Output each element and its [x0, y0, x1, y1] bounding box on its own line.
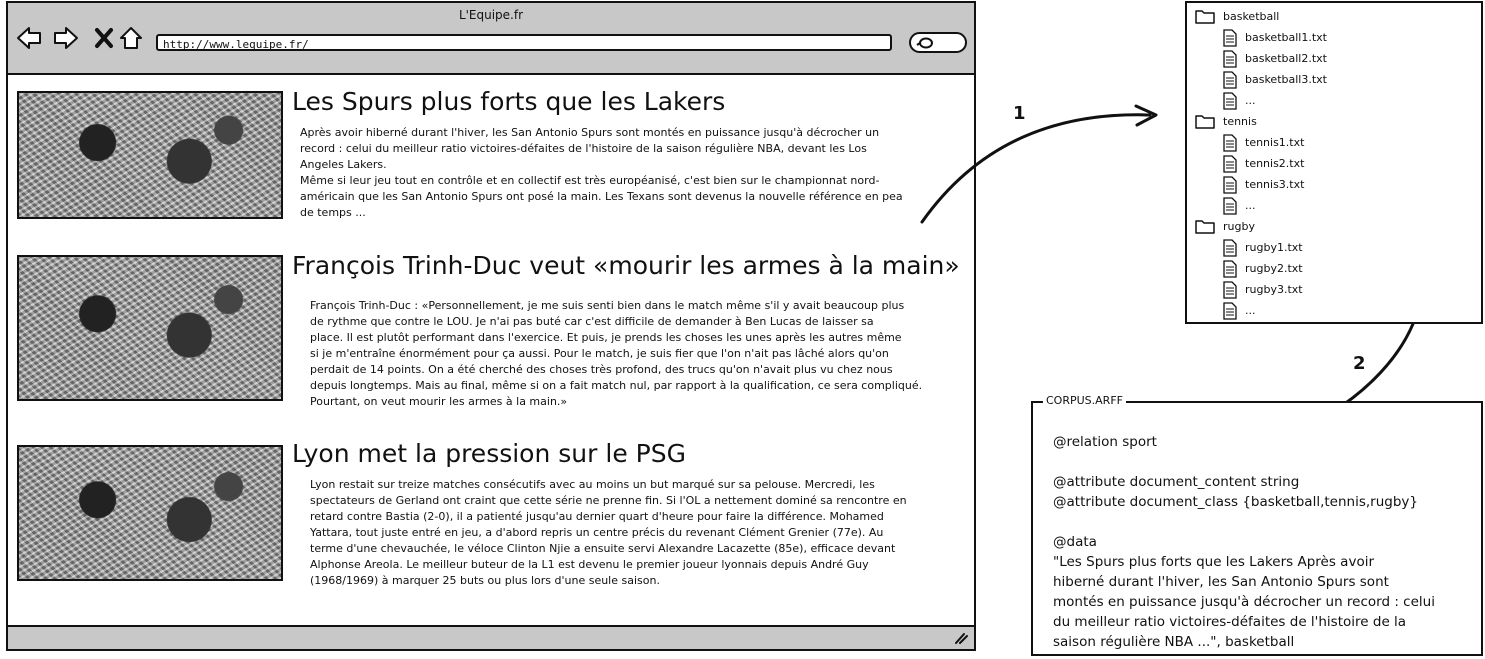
article-body: Lyon restait sur treize matches consécut… — [310, 478, 907, 587]
forward-icon[interactable] — [53, 25, 79, 51]
file-icon — [1223, 92, 1237, 110]
arff-file-name: CORPUS.ARFF — [1043, 394, 1126, 408]
file-icon — [1223, 29, 1237, 47]
resize-grip-icon[interactable] — [954, 631, 968, 644]
tree-file-label: rugby2.txt — [1245, 262, 1303, 275]
back-icon[interactable] — [16, 25, 42, 51]
article-title[interactable]: François Trinh-Duc veut «mourir les arme… — [292, 251, 960, 280]
url-input[interactable]: http://www.lequipe.fr/ — [156, 34, 892, 51]
tree-file-label: rugby3.txt — [1245, 283, 1303, 296]
tree-file-label: basketball3.txt — [1245, 73, 1327, 86]
file-icon — [1223, 302, 1237, 320]
search-button[interactable] — [909, 32, 967, 53]
tree-folder-label: rugby — [1223, 220, 1255, 233]
file-icon — [1223, 239, 1237, 257]
article-title[interactable]: Lyon met la pression sur le PSG — [292, 439, 686, 468]
article-body: Après avoir hiberné durant l'hiver, les … — [300, 126, 903, 219]
folder-icon — [1195, 10, 1215, 24]
browser-toolbar: L'Equipe.fr http://www.lequipe.fr/ — [8, 3, 974, 75]
file-icon — [1223, 260, 1237, 278]
file-icon — [1223, 176, 1237, 194]
step-label: 2 — [1353, 353, 1366, 374]
search-icon — [916, 37, 933, 49]
arff-file-panel: CORPUS.ARFF @relation sport @attribute d… — [1031, 394, 1483, 656]
browser-status-bar — [8, 625, 974, 649]
tree-file-label: basketball1.txt — [1245, 31, 1327, 44]
article-title[interactable]: Les Spurs plus forts que les Lakers — [292, 87, 726, 116]
window-title: L'Equipe.fr — [458, 8, 524, 22]
file-icon — [1223, 71, 1237, 89]
article-image-rugby[interactable] — [17, 255, 283, 401]
file-icon — [1223, 281, 1237, 299]
tree-file-label: basketball2.txt — [1245, 52, 1327, 65]
step-label: 1 — [1013, 103, 1026, 124]
home-icon[interactable] — [118, 25, 144, 51]
folder-icon — [1195, 115, 1215, 129]
tree-file-label: tennis2.txt — [1245, 157, 1305, 170]
tree-file-label: rugby1.txt — [1245, 241, 1303, 254]
tree-file-label: tennis3.txt — [1245, 178, 1305, 191]
tree-file-label: ... — [1245, 199, 1256, 212]
file-icon — [1223, 134, 1237, 152]
tree-folder-label: tennis — [1223, 115, 1257, 128]
article-image-football[interactable] — [17, 445, 283, 581]
arrow-browser-to-tree — [920, 104, 1158, 224]
file-tree-panel: basketball basketball1.txt basketball2.txt… — [1185, 1, 1483, 324]
tree-file-label: ... — [1245, 304, 1256, 317]
close-icon[interactable] — [91, 25, 117, 51]
tree-folder-label: basketball — [1223, 10, 1280, 23]
file-icon — [1223, 155, 1237, 173]
file-icon — [1223, 50, 1237, 68]
folder-icon — [1195, 220, 1215, 234]
arff-file-content: @relation sport @attribute document_cont… — [1053, 434, 1435, 650]
article-image-basketball[interactable] — [17, 91, 283, 219]
tree-file-label: ... — [1245, 94, 1256, 107]
tree-file-label: tennis1.txt — [1245, 136, 1305, 149]
browser-window: L'Equipe.fr http://www.lequipe.fr/ Les S… — [6, 1, 976, 651]
file-icon — [1223, 197, 1237, 215]
article-body: François Trinh-Duc : «Personnellement, j… — [310, 299, 923, 408]
